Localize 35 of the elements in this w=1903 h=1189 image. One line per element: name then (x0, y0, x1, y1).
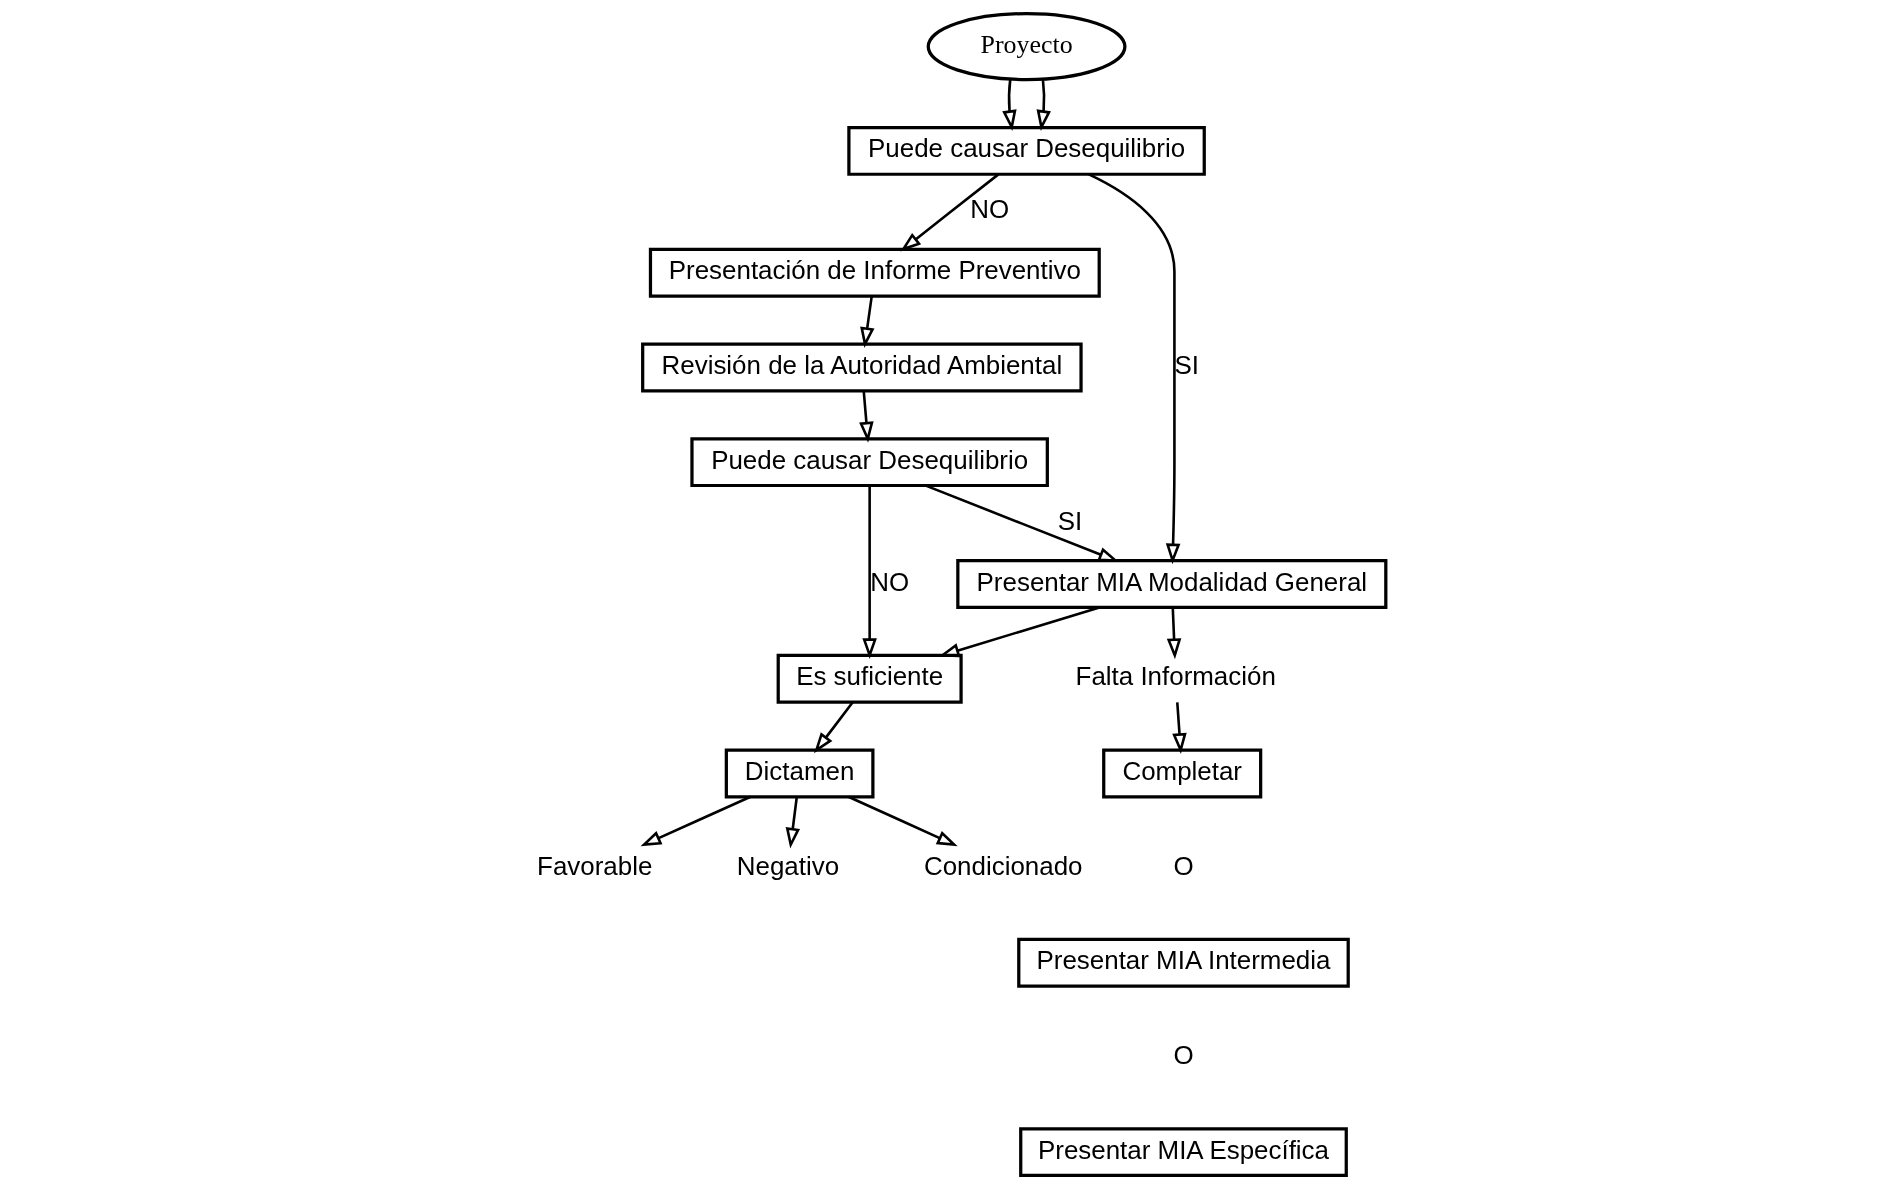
arrow (1087, 173, 1180, 565)
arrow (1001, 79, 1017, 131)
arrow (859, 296, 875, 348)
node-box: Puede causar Desequilibrio (846, 125, 1206, 176)
node-box: Presentación de Informe Preventivo (648, 247, 1101, 298)
node-text: Condicionado (923, 851, 1082, 880)
node-ellipse: Proyecto (926, 12, 1126, 82)
node-box: Presentar MIA Específica (1018, 1127, 1348, 1178)
node-text: Favorable (536, 851, 652, 880)
arrow (1036, 79, 1051, 131)
arrow (858, 390, 874, 443)
arrow (924, 484, 1119, 562)
node-box: Es suficiente (776, 653, 963, 704)
node-box: Puede causar Desequilibrio (689, 437, 1049, 488)
node-text: Negativo (736, 851, 839, 880)
node-text: Falta Información (1075, 662, 1276, 691)
arrow (847, 795, 958, 847)
arrow (861, 485, 877, 660)
label: O (1172, 1040, 1194, 1069)
arrow (1171, 702, 1187, 754)
label: O (1172, 851, 1194, 880)
arrow (785, 796, 800, 849)
node-box: Dictamen (724, 748, 874, 799)
edge-label: SI (1173, 350, 1199, 379)
node-box: Revisión de la Autoridad Ambiental (640, 342, 1083, 393)
edge-label: NO (969, 195, 1009, 224)
arrow (640, 795, 751, 847)
node-box: Presentar MIA Modalidad General (955, 559, 1387, 610)
arrow (899, 173, 999, 252)
node-box: Presentar MIA Intermedia (1016, 937, 1350, 988)
arrow (1166, 607, 1181, 660)
node-box: Completar (1101, 748, 1262, 799)
arrow (813, 701, 854, 754)
edge-label: NO (869, 567, 909, 596)
edge-label: SI (1057, 506, 1082, 535)
